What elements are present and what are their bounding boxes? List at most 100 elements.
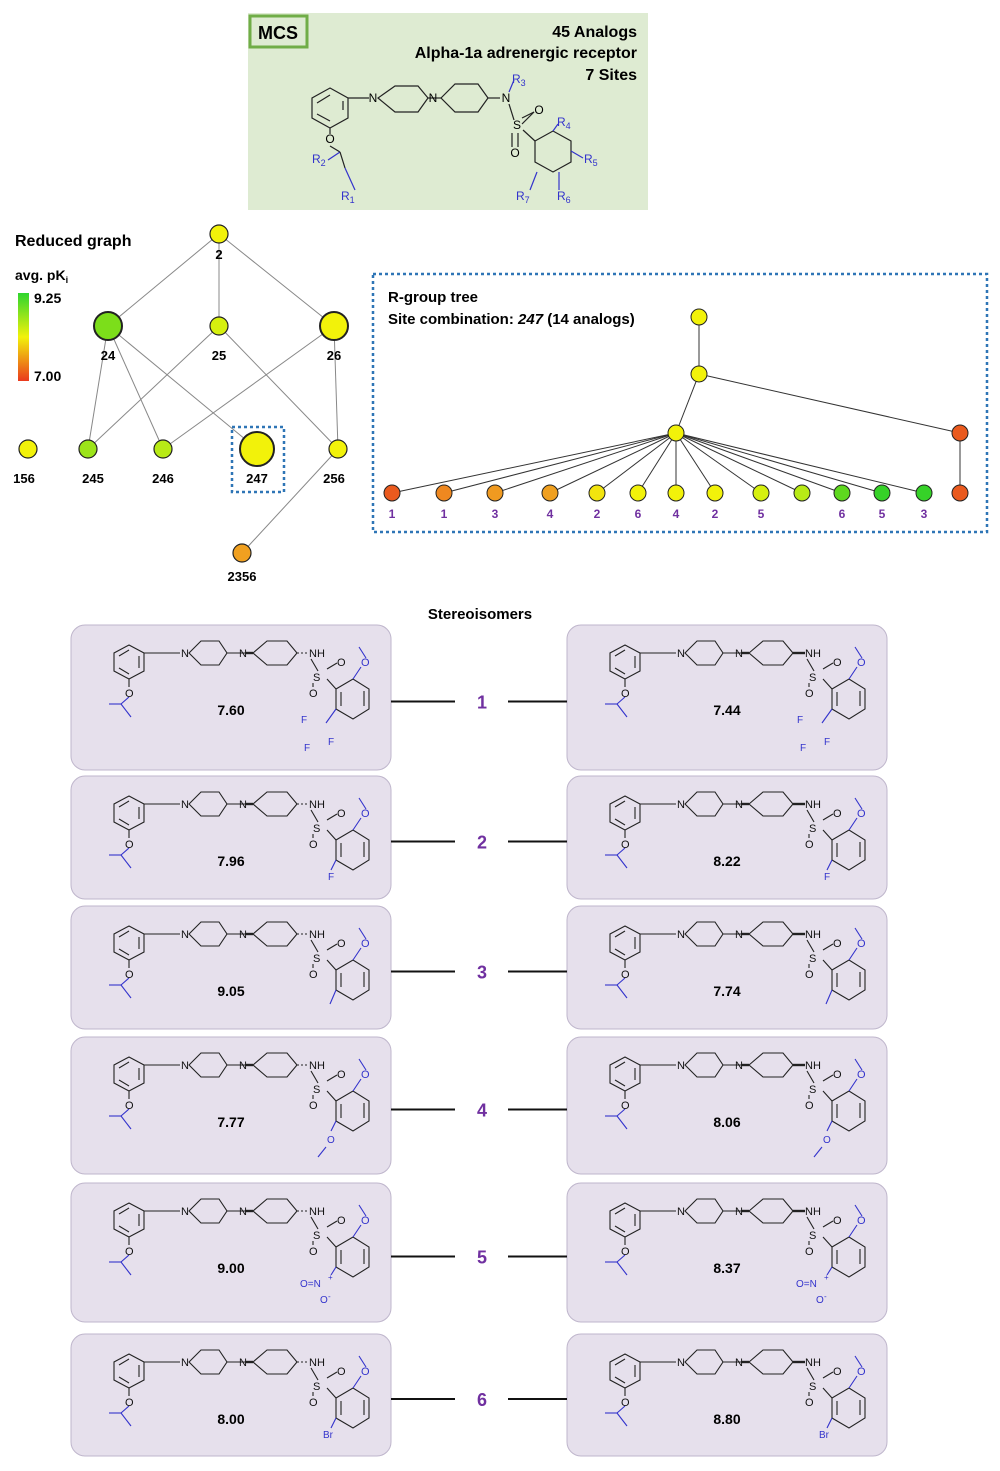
svg-text:N: N <box>239 799 247 811</box>
tree-leaf-node <box>541 484 559 502</box>
tree-edge <box>391 432 677 494</box>
svg-text:S: S <box>809 1230 816 1242</box>
svg-text:N: N <box>181 648 189 660</box>
substituent-no2: O=N+O- <box>300 1266 337 1306</box>
tree-leaf-label: 4 <box>673 507 680 521</box>
svg-text:O: O <box>857 657 866 669</box>
molecule-6-left <box>109 1349 370 1429</box>
pki-value: 8.06 <box>713 1114 740 1130</box>
svg-text:N: N <box>239 1206 247 1218</box>
rgroup-tree-edges <box>391 317 961 494</box>
graph-node-156 <box>18 439 38 459</box>
svg-text:O: O <box>833 657 842 669</box>
pki-value: 8.00 <box>217 1411 244 1427</box>
svg-text:O: O <box>361 808 370 820</box>
svg-text:O: O <box>125 839 134 851</box>
mcs-atom-n3: N <box>502 91 511 105</box>
svg-text:O: O <box>833 1366 842 1378</box>
tree-root-node <box>690 308 708 326</box>
svg-text:NH: NH <box>805 1206 821 1218</box>
tree-leaf-node <box>873 484 891 502</box>
tree-node <box>951 424 969 442</box>
stereoisomer-card-right <box>566 905 888 1030</box>
pki-value: 8.22 <box>713 853 740 869</box>
legend-min: 7.00 <box>34 368 61 384</box>
svg-text:O: O <box>361 938 370 950</box>
svg-text:N: N <box>735 799 743 811</box>
mcs-atom-o1: O <box>325 132 334 146</box>
svg-text:S: S <box>809 953 816 965</box>
tree-edge <box>698 373 961 434</box>
svg-text:O: O <box>309 1100 318 1112</box>
molecule-5-left <box>109 1198 370 1278</box>
tree-node <box>690 365 708 383</box>
stereoisomer-card-left <box>70 1333 392 1457</box>
tree-leaf-label: 2 <box>712 507 719 521</box>
stereoisomer-card-left <box>70 624 392 771</box>
svg-text:O: O <box>805 1246 814 1258</box>
pki-value: 8.80 <box>713 1411 740 1427</box>
svg-text:S: S <box>809 672 816 684</box>
svg-text:O: O <box>361 1215 370 1227</box>
svg-text:O: O <box>125 969 134 981</box>
stereoisomer-card-right <box>566 1333 888 1457</box>
svg-text:NH: NH <box>309 799 325 811</box>
tree-leaf-node <box>383 484 401 502</box>
graph-node-256 <box>328 439 348 459</box>
tree-leaf-node <box>435 484 453 502</box>
svg-text:O: O <box>805 688 814 700</box>
graph-node-2 <box>209 224 229 244</box>
tree-leaf-label: 2 <box>594 507 601 521</box>
svg-text:N: N <box>677 1206 685 1218</box>
svg-text:S: S <box>313 1381 320 1393</box>
stereoisomer-card-left <box>70 905 392 1030</box>
svg-text:O: O <box>327 1135 335 1146</box>
graph-node-label-24: 24 <box>101 348 116 363</box>
tree-hub-node <box>667 424 685 442</box>
pki-value: 7.44 <box>713 702 740 718</box>
graph-node-246 <box>153 439 173 459</box>
graph-node-247 <box>239 431 275 467</box>
svg-text:O: O <box>805 1100 814 1112</box>
svg-text:S: S <box>313 1230 320 1242</box>
stereoisomer-card-right <box>566 624 888 771</box>
substituent-ome: O <box>813 1120 833 1158</box>
tree-edge <box>637 432 677 494</box>
graph-node-26 <box>319 311 349 341</box>
svg-text:N: N <box>677 1357 685 1369</box>
svg-text:N: N <box>735 1206 743 1218</box>
tree-leaf-label: 3 <box>492 507 499 521</box>
svg-text:O: O <box>621 839 630 851</box>
svg-text:O: O <box>857 1069 866 1081</box>
stereoisomers-title: Stereoisomers <box>428 606 532 623</box>
substituent-me <box>825 989 833 1005</box>
graph-edge <box>107 325 164 450</box>
graph-node-label-256: 256 <box>323 471 345 486</box>
rgroup-tree-subtitle: Site combination: 247 (14 analogs) <box>388 311 635 328</box>
svg-text:O: O <box>833 1215 842 1227</box>
svg-text:S: S <box>313 823 320 835</box>
graph-node-label-26: 26 <box>327 348 341 363</box>
graph-node-2356 <box>232 543 252 563</box>
mcs-r4: R4 <box>557 115 571 131</box>
pair-label: 4 <box>477 1101 487 1121</box>
tree-leaf-label: 4 <box>547 507 554 521</box>
svg-text:N: N <box>181 1357 189 1369</box>
mcs-rgroup-labels: R3 R4 R5 R6 R7 R2 R1 <box>312 72 598 205</box>
graph-node-label-246: 246 <box>152 471 174 486</box>
svg-text:O: O <box>309 969 318 981</box>
svg-text:N: N <box>735 1357 743 1369</box>
svg-text:O: O <box>309 688 318 700</box>
tree-edge <box>596 432 677 494</box>
svg-text:S: S <box>809 1381 816 1393</box>
graph-node-24 <box>93 311 123 341</box>
